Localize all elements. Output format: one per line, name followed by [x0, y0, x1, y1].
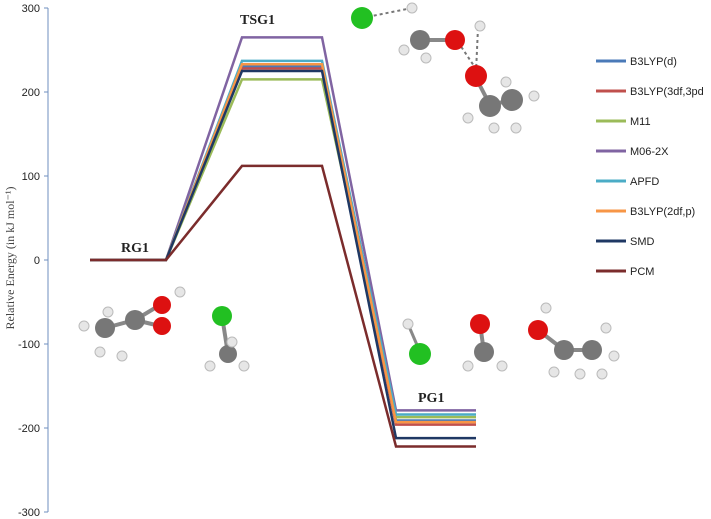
y-tick-label: -100 — [18, 339, 40, 351]
y-tick-label: 200 — [22, 87, 40, 99]
y-tick-label: 300 — [22, 3, 40, 15]
legend-label-6: SMD — [630, 236, 655, 248]
y-ticks: 300 200 100 0 -100 -200 -300 — [18, 3, 48, 519]
legend-label-2: M11 — [630, 116, 651, 128]
transition-state-structure — [351, 2, 540, 134]
state-label-rg1: RG1 — [121, 241, 149, 256]
series-group — [90, 36, 476, 448]
state-label-pg1: PG1 — [418, 391, 444, 406]
legend-label-5: B3LYP(2df,p) — [630, 206, 695, 218]
legend-label-1: B3LYP(3df,3pd — [630, 86, 704, 98]
reactant-structure — [78, 286, 250, 372]
y-tick-label: -300 — [18, 507, 40, 519]
legend-label-7: PCM — [630, 266, 654, 278]
legend-label-0: B3LYP(d) — [630, 56, 677, 68]
state-label-tsg1: TSG1 — [240, 13, 275, 28]
legend-label-4: APFD — [630, 176, 659, 188]
y-axis-label: Relative Energy (in kJ mol⁻¹) — [3, 186, 17, 329]
series-line-7 — [90, 164, 476, 448]
y-tick-label: -200 — [18, 423, 40, 435]
y-tick-label: 100 — [22, 171, 40, 183]
product-structure — [402, 302, 620, 380]
y-tick-label: 0 — [34, 255, 40, 267]
legend-label-3: M06-2X — [630, 146, 669, 158]
